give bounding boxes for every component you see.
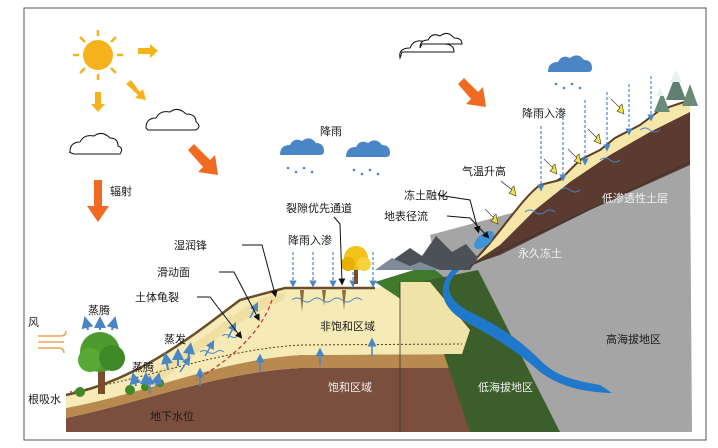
high-altitude-surface [470,100,690,265]
permafrost-block [470,100,690,265]
wind-icon [38,330,67,354]
cloud-icon [69,32,463,155]
snow-trees [654,70,698,112]
wetting-front-label: 湿润锋 [174,238,207,252]
slope-surface-line [65,286,375,397]
mountains [390,236,478,270]
rainfall-label: 降雨 [320,124,342,138]
leader-lines [197,194,490,339]
temperature-rise-label: 气温升高 [462,164,506,178]
frame [23,7,707,441]
root-uptake-label: 根吸水 [28,392,61,406]
rain-infiltration-high-label: 降雨入渗 [522,106,566,120]
soil-crack-label: 土体龟裂 [135,290,179,304]
altitude-divider [469,161,691,267]
frozen-thaw-label: 冻土融化 [404,188,448,202]
mountains-front [375,258,440,270]
soil-cracks [300,290,346,312]
orange-arrows [87,78,486,222]
sun-icon [73,30,123,80]
low-altitude-label: 低海拔地区 [478,380,533,394]
transpiration-label-left: 蒸腾 [88,303,110,317]
high-altitude-edge [469,99,691,266]
crack-preferential-label: 裂隙优先通道 [286,201,352,215]
yellow-tree [341,246,371,284]
high-altitude-label: 高海拔地区 [606,332,661,346]
sun-ray-arrows [91,44,158,112]
unsaturated-zone-label: 非饱和区域 [320,319,375,333]
transpiration-label-mid: 蒸腾 [132,360,154,374]
radiation-label: 辐射 [110,184,132,198]
large-tree [78,332,125,394]
surface-runoff-label: 地表径流 [384,209,428,223]
high-wave-lines [524,127,661,215]
groundwater-level-label: 地下水位 [150,409,194,423]
rain-infiltration-low-label: 降雨入渗 [288,233,332,247]
rain-cloud-icon [280,55,592,176]
evaporation-label: 蒸发 [164,332,186,346]
brown-band [66,354,470,418]
slope-infiltration-arrows [145,301,377,394]
permafrost-label: 永久冻土 [518,246,562,260]
low-altitude-sand [400,282,470,354]
low-perm-layer-label: 低渗透性土层 [602,191,668,205]
saturated-zone-label: 饱和区域 [328,380,372,394]
sliding-surface-label: 滑动面 [157,266,190,279]
wind-label: 风 [28,316,39,329]
transpiration-arrows [81,316,195,387]
rain-infiltration-arrows-high [537,76,655,192]
sliding-surface-curve [195,299,273,381]
temperature-arrows [484,98,625,225]
deep-soil-layer [66,366,400,432]
